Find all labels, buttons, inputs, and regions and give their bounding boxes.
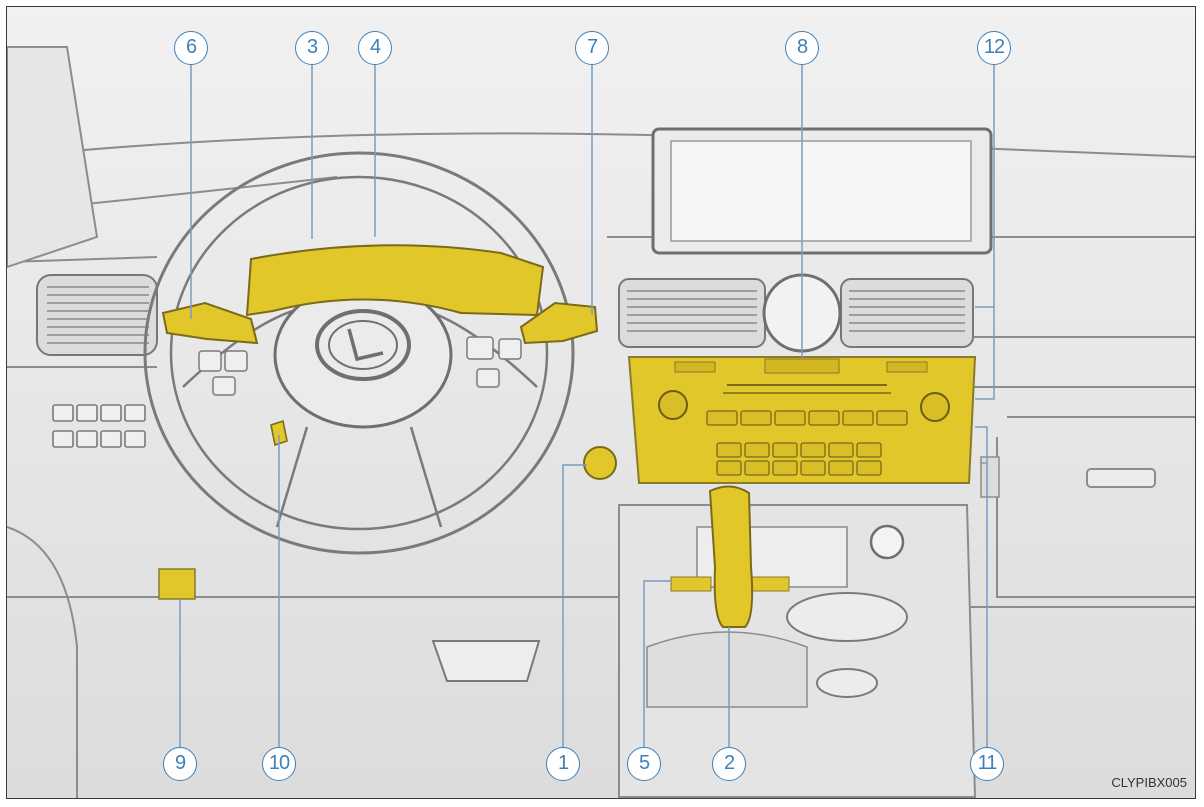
door-panel — [7, 526, 78, 798]
callout-10: 10 — [262, 747, 296, 781]
glove-box — [996, 416, 1195, 598]
steering-tilt-lever — [270, 419, 288, 447]
callout-8: 8 — [785, 31, 819, 65]
callout-6: 6 — [174, 31, 208, 65]
shift-lever — [708, 485, 754, 628]
callout-5: 5 — [627, 747, 661, 781]
engine-switch — [583, 446, 617, 480]
right-switch-strip — [980, 456, 1000, 498]
center-air-vents — [618, 273, 974, 353]
left-lever — [161, 301, 259, 345]
callout-11: 11 — [970, 747, 1004, 781]
callout-7: 7 — [575, 31, 609, 65]
left-switch-panel — [52, 404, 146, 448]
callout-9: 9 — [163, 747, 197, 781]
interior-background — [7, 7, 1195, 798]
left-air-vent — [36, 274, 158, 356]
instrument-cluster — [245, 244, 545, 317]
callout-1: 1 — [546, 747, 580, 781]
dashboard-illustration — [7, 7, 1195, 798]
leader-lines — [179, 65, 995, 747]
callout-3: 3 — [295, 31, 329, 65]
callout-4: 4 — [358, 31, 392, 65]
figure-code: CLYPIBX005 — [1111, 775, 1187, 790]
a-pillar — [7, 46, 99, 269]
callout-2: 2 — [712, 747, 746, 781]
dashboard-diagram: 6 3 4 7 8 12 9 10 1 5 2 11 CLYPIBX005 — [6, 6, 1196, 799]
brake-pedal — [431, 640, 541, 682]
audio-climate-panel — [627, 356, 977, 484]
callout-12: 12 — [977, 31, 1011, 65]
right-lever — [519, 301, 599, 345]
center-console — [618, 504, 977, 798]
hood-release — [158, 568, 196, 600]
center-display — [651, 127, 993, 255]
